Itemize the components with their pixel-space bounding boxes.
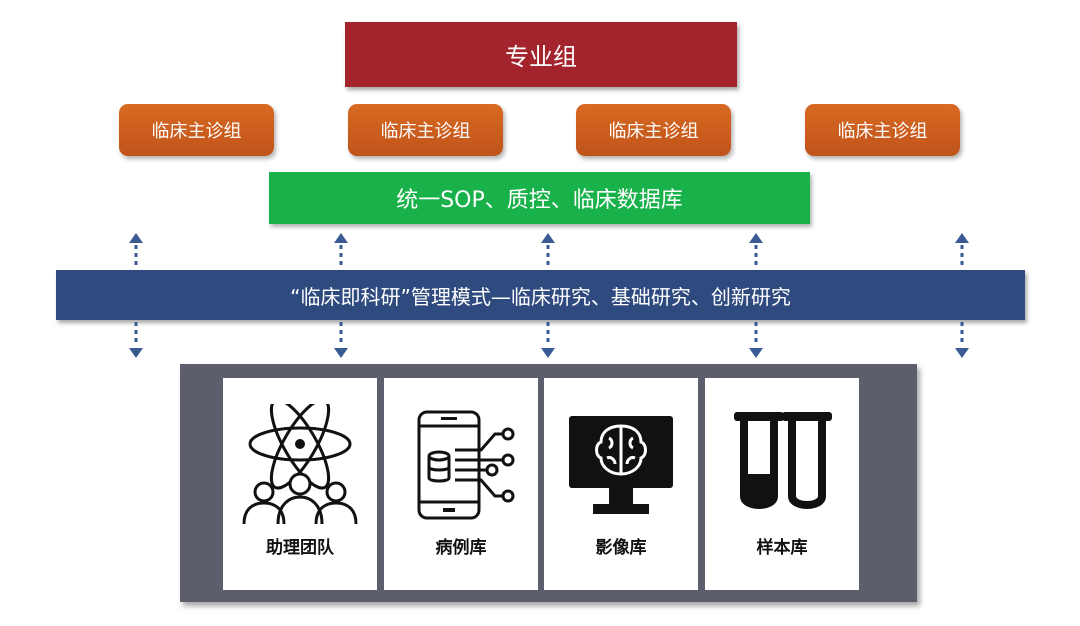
clinic-group-label: 临床主诊组 xyxy=(837,121,928,142)
specialty-group-label: 专业组 xyxy=(505,43,577,71)
sop-label: 统一SOP、质控、临床数据库 xyxy=(396,188,683,213)
test-tubes-icon xyxy=(734,412,832,509)
arrow-up-icon xyxy=(334,233,348,269)
arrow-up-icon xyxy=(541,233,555,269)
arrow-down-icon xyxy=(334,322,348,358)
atom-team-icon xyxy=(242,404,358,525)
arrow-down-icon xyxy=(541,322,555,358)
specialty-group-box: 专业组 xyxy=(345,22,737,87)
monitor-brain-icon xyxy=(569,416,673,514)
clinic-group-box-2: 临床主诊组 xyxy=(348,104,503,156)
resource-card-team: 助理团队 xyxy=(223,378,377,590)
management-mode-label: “临床即科研”管理模式—临床研究、基础研究、创新研究 xyxy=(290,284,791,309)
arrow-down-icon xyxy=(129,322,143,358)
resource-label: 样本库 xyxy=(756,538,808,558)
management-mode-bar: “临床即科研”管理模式—临床研究、基础研究、创新研究 xyxy=(56,270,1025,320)
clinic-group-box-3: 临床主诊组 xyxy=(576,104,731,156)
arrow-down-icon xyxy=(749,322,763,358)
clinic-group-box-1: 临床主诊组 xyxy=(119,104,274,156)
arrow-up-icon xyxy=(955,233,969,269)
arrow-up-icon xyxy=(749,233,763,269)
resource-label: 病例库 xyxy=(435,538,487,558)
sop-box: 统一SOP、质控、临床数据库 xyxy=(269,172,810,224)
resources-panel: 助理团队 病例库 xyxy=(180,364,917,602)
resource-card-imaging: 影像库 xyxy=(544,378,698,590)
resource-card-cases: 病例库 xyxy=(384,378,538,590)
resource-label: 助理团队 xyxy=(266,538,334,558)
resource-label: 影像库 xyxy=(595,538,647,558)
clinic-group-label: 临床主诊组 xyxy=(380,121,471,142)
resource-card-samples: 样本库 xyxy=(705,378,859,590)
clinic-group-label: 临床主诊组 xyxy=(151,121,242,142)
clinic-group-box-4: 临床主诊组 xyxy=(805,104,960,156)
clinic-group-label: 临床主诊组 xyxy=(608,121,699,142)
arrow-up-icon xyxy=(129,233,143,269)
phone-database-icon xyxy=(417,410,515,520)
arrow-down-icon xyxy=(955,322,969,358)
